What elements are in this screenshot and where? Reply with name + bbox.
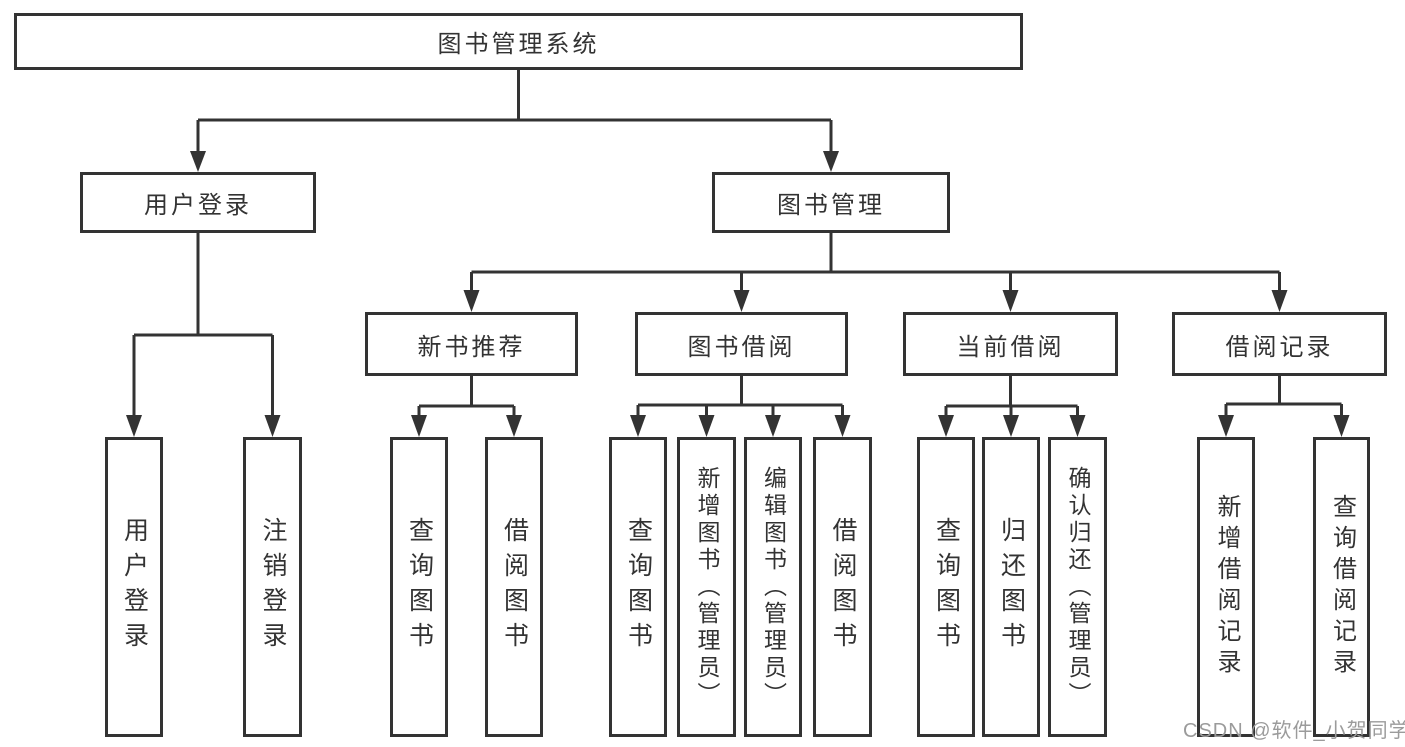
- connector-new-book-recommend-children: [411, 376, 522, 437]
- arrow-down-icon: [1271, 290, 1288, 312]
- leaf-query-books-borrowing: 查询图书: [609, 437, 667, 737]
- leaf-logout: 注销登录: [243, 437, 302, 737]
- branch-current-borrowing: 当前借阅: [903, 312, 1118, 376]
- arrow-down-icon: [506, 415, 522, 437]
- branch-book-borrowing: 图书借阅: [635, 312, 848, 376]
- leaf-query-borrow-record: 查询借阅记录: [1313, 437, 1370, 737]
- connector-user-login-children: [126, 233, 281, 437]
- arrow-down-icon: [126, 415, 142, 437]
- connector-book-management-children: [463, 233, 1288, 312]
- branch-user-login: 用户登录: [80, 172, 316, 233]
- leaf-borrow-books-recommend: 借阅图书: [485, 437, 543, 737]
- leaf-query-books-recommend: 查询图书: [390, 437, 448, 737]
- arrow-down-icon: [463, 290, 480, 312]
- leaf-add-borrow-record: 新增借阅记录: [1197, 437, 1255, 737]
- arrow-down-icon: [938, 415, 954, 437]
- connector-book-borrowing-children: [630, 376, 851, 437]
- arrow-down-icon: [834, 415, 851, 437]
- leaf-user-login: 用户登录: [105, 437, 163, 737]
- arrow-down-icon: [823, 151, 839, 172]
- connector-current-borrowing-children: [938, 376, 1086, 437]
- arrow-down-icon: [264, 415, 281, 437]
- leaf-confirm-return-admin: 确认归还（管理员）: [1048, 437, 1107, 737]
- leaf-return-books: 归还图书: [982, 437, 1040, 737]
- arrow-down-icon: [411, 415, 427, 437]
- arrow-down-icon: [1218, 415, 1234, 437]
- arrow-down-icon: [765, 415, 781, 437]
- connector-borrowing-records-children: [1218, 376, 1350, 437]
- arrow-down-icon: [630, 415, 646, 437]
- csdn-watermark: CSDN @软件_小贺同学: [1183, 720, 1405, 742]
- arrow-down-icon: [1069, 415, 1086, 437]
- connector-root-to-level2: [190, 70, 839, 172]
- node-root: 图书管理系统: [14, 13, 1023, 70]
- arrow-down-icon: [190, 151, 206, 172]
- leaf-edit-book-admin: 编辑图书（管理员）: [744, 437, 802, 737]
- arrow-down-icon: [733, 290, 750, 312]
- branch-borrowing-records: 借阅记录: [1172, 312, 1387, 376]
- leaf-borrow-books-borrowing: 借阅图书: [813, 437, 872, 737]
- leaf-add-book-admin: 新增图书（管理员）: [677, 437, 736, 737]
- branch-new-book-recommend: 新书推荐: [365, 312, 578, 376]
- leaf-query-books-current: 查询图书: [917, 437, 975, 737]
- arrow-down-icon: [1333, 415, 1350, 437]
- branch-book-management: 图书管理: [712, 172, 950, 233]
- arrow-down-icon: [1002, 290, 1019, 312]
- arrow-down-icon: [698, 415, 715, 437]
- arrow-down-icon: [1003, 415, 1019, 437]
